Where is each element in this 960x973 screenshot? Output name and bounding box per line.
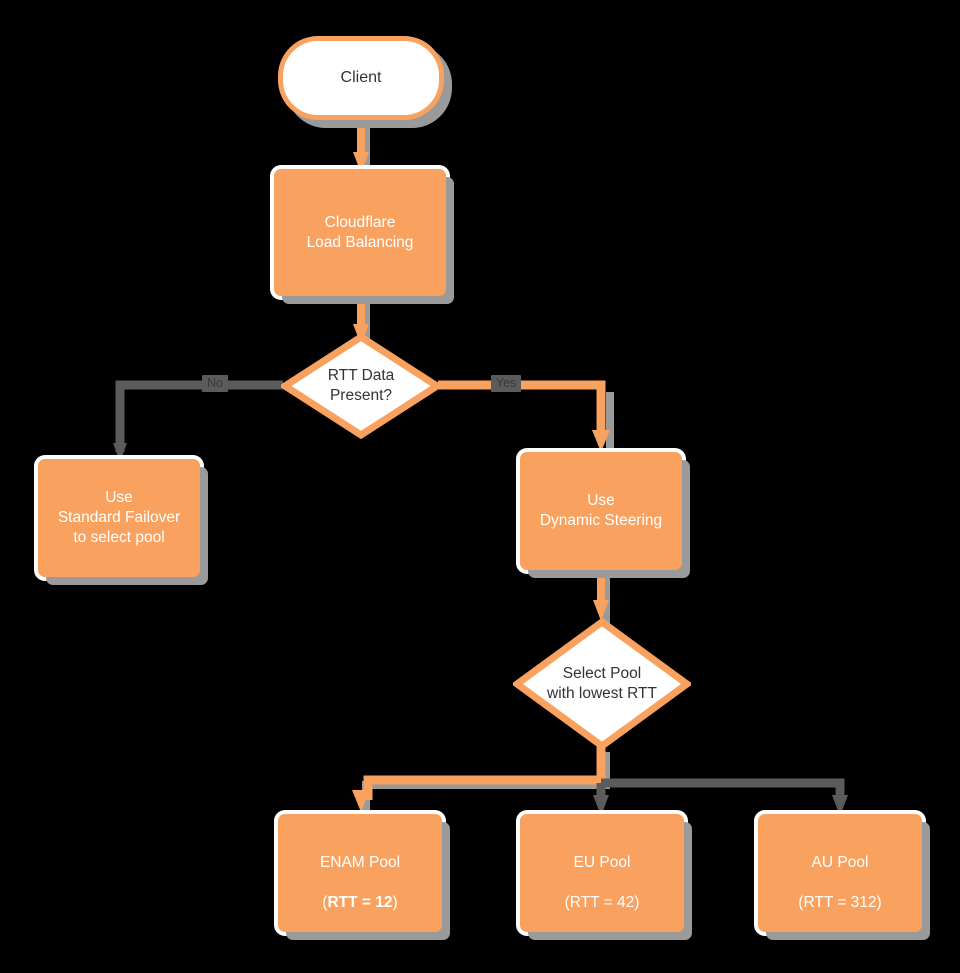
node-enam-pool-line1: ENAM Pool	[319, 854, 401, 872]
node-rtt-data-present[interactable]: RTT Data Present?	[281, 333, 441, 439]
node-enam-pool-paren-open: (	[322, 893, 328, 911]
node-select-pool[interactable]: Select Pool with lowest RTT	[513, 618, 691, 750]
node-eu-pool-paren-close: )	[634, 893, 640, 911]
diamond-shape	[513, 618, 691, 750]
node-eu-pool[interactable]: EU Pool (RTT = 42)	[520, 814, 684, 932]
node-dynamic-steering[interactable]: Use Dynamic Steering	[520, 452, 682, 570]
node-rtt-data-present-label: RTT Data Present?	[327, 367, 395, 404]
node-enam-pool-paren-close: )	[392, 893, 398, 911]
node-select-pool-label: Select Pool with lowest RTT	[547, 665, 657, 702]
node-eu-pool-rtt: RTT = 42	[569, 893, 635, 911]
node-cloudflare-load-balancing[interactable]: Cloudflare Load Balancing	[274, 169, 446, 296]
node-au-pool-line1: AU Pool	[811, 854, 869, 872]
node-au-pool-paren-close: )	[876, 893, 882, 911]
node-client[interactable]: Client	[278, 36, 444, 120]
node-client-label: Client	[340, 68, 382, 86]
edge-label-no: No	[202, 375, 228, 392]
node-eu-pool-paren-open: (	[564, 893, 570, 911]
node-dynamic-steering-label: Use Dynamic Steering	[539, 492, 663, 529]
node-eu-pool-label: EU Pool (RTT = 42)	[555, 833, 650, 912]
node-standard-failover[interactable]: Use Standard Failover to select pool	[38, 459, 200, 577]
node-cloudflare-load-balancing-label: Cloudflare Load Balancing	[306, 213, 414, 251]
node-enam-pool-rtt: RTT = 12	[327, 893, 393, 911]
node-au-pool-rtt: RTT = 312	[803, 893, 877, 911]
node-au-pool-paren-open: (	[798, 893, 804, 911]
node-au-pool-label: AU Pool (RTT = 312)	[788, 833, 891, 912]
node-enam-pool-label: ENAM Pool (RTT = 12)	[310, 833, 410, 912]
node-enam-pool[interactable]: ENAM Pool (RTT = 12)	[278, 814, 442, 932]
diamond-shape	[281, 333, 441, 439]
node-standard-failover-label: Use Standard Failover to select pool	[57, 489, 181, 546]
node-au-pool[interactable]: AU Pool (RTT = 312)	[758, 814, 922, 932]
node-eu-pool-line1: EU Pool	[573, 854, 631, 872]
edge-label-yes: Yes	[491, 375, 522, 392]
